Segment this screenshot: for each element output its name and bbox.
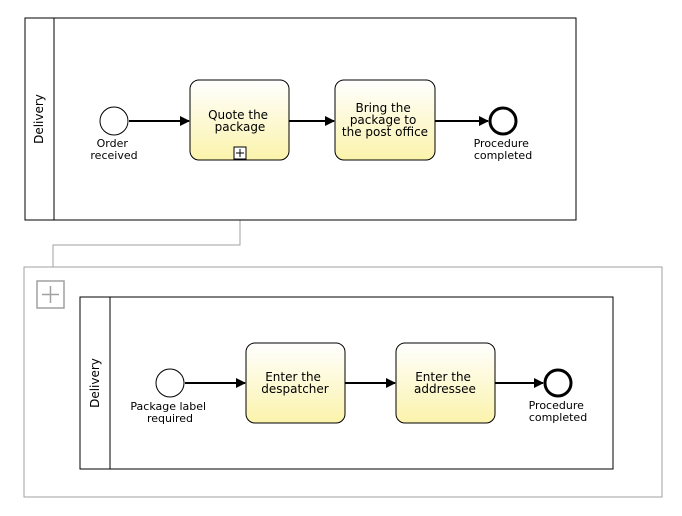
task-enter-addressee-label: Enter the addressee [414,370,476,396]
sub-start-event[interactable] [155,368,185,398]
sub-end-event[interactable] [543,368,573,398]
task-enter-despatcher-label: Enter the despatcher [261,370,329,396]
top-start-event[interactable] [99,106,129,136]
task-bring-package-label: Bring the package to the post office [342,101,428,139]
sub-start-event-label: Package label required [130,400,209,425]
sub-pool-lane-label: Delivery [88,358,102,408]
sub-end-event-label: Procedure completed [529,399,588,424]
top-pool: Delivery Order received Quote the packag… [24,17,577,221]
collapsed-subprocess-marker-icon[interactable] [233,146,247,160]
expanded-marker-plus-box-icon[interactable] [36,280,65,309]
top-start-event-label: Order received [90,137,137,162]
top-end-event[interactable] [488,106,518,136]
task-quote-package-label: Quote the package [208,108,272,134]
expanded-subprocess: Delivery Package label required Enter th… [23,266,663,498]
top-end-event-label: Procedure completed [474,137,533,162]
top-pool-lane-label: Delivery [32,94,46,144]
